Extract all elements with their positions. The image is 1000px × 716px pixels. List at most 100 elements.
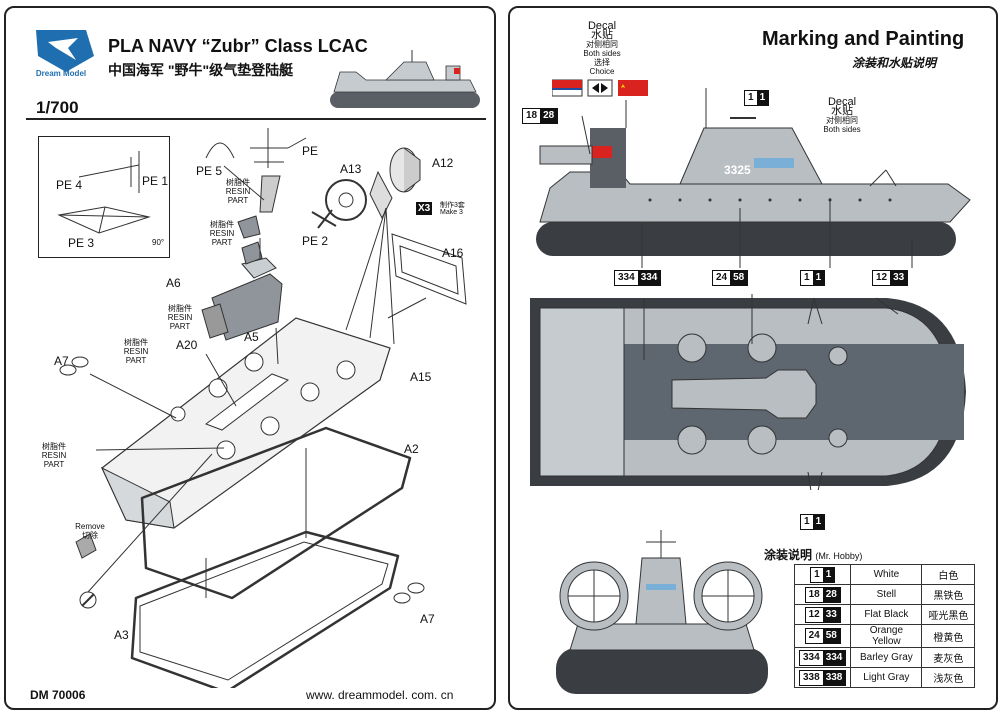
resin-note-cn: 树脂件 [42, 442, 66, 451]
remove-cn: 切除 [82, 531, 98, 540]
hovercraft-profile-thumbnail [330, 50, 480, 108]
pe-detail-inset [38, 136, 170, 258]
code-b: 338 [822, 670, 846, 685]
resin-note-2: 树脂件 RESIN PART [200, 220, 244, 247]
paint-name-cn: 白色 [921, 564, 976, 585]
code-b: 334 [822, 650, 846, 665]
part-label-a7: A7 [54, 354, 69, 368]
header-divider [26, 118, 486, 120]
code-a: 1 [804, 272, 810, 283]
model-title: PLA NAVY “Zubr” Class LCAC [108, 36, 368, 56]
resin-note-cn: 树脂件 [124, 338, 148, 347]
code-a: 18 [808, 588, 820, 600]
paint-name-en: White [850, 564, 923, 585]
paint-name-en: Light Gray [850, 667, 923, 688]
paint-name-cn: 浅灰色 [921, 667, 976, 688]
flag-choice-row [552, 79, 648, 97]
part-label-pe5: PE 5 [196, 164, 223, 178]
brand-label: Dream Model [35, 69, 87, 78]
code-a: 24 [716, 272, 728, 283]
assembly-page: Dream Model PLA NAVY “Zubr” Class LCAC 中… [4, 6, 496, 710]
part-label-pe4: PE 4 [56, 178, 83, 192]
decal-cn: 水贴 [831, 105, 853, 117]
decal-note-flags: Decal 水贴 对侧相同 Both sides 选择 Choice [572, 20, 632, 77]
code-b: 33 [822, 607, 840, 622]
part-label-a15: A15 [410, 370, 432, 384]
part-label-pe: PE [302, 144, 319, 158]
exploded-assembly-drawing [59, 128, 467, 688]
code-a: 12 [808, 608, 820, 620]
code-b: 1 [822, 567, 835, 582]
paint-name-cn: 黑铁色 [921, 584, 976, 605]
resin-note-cn: 树脂件 [168, 304, 192, 313]
resin-note-en: RESIN PART [123, 347, 149, 365]
part-label-a12: A12 [432, 156, 454, 170]
front-view-drawing [556, 530, 768, 694]
paint-table-title: 涂装说明 (Mr. Hobby) [764, 546, 862, 563]
resin-note-4: 树脂件 RESIN PART [114, 338, 158, 365]
part-label-pe3: PE 3 [68, 236, 95, 250]
part-label-pe2: PE 2 [302, 234, 329, 248]
part-label-a5: A5 [244, 330, 259, 344]
paint-name-en: Orange Yellow [850, 624, 923, 648]
code-a: 12 [876, 272, 888, 283]
paint-title-cn: 涂装说明 [764, 548, 813, 562]
decal-en: Decal [587, 20, 617, 32]
both-sides-en: Both sides [583, 49, 621, 58]
both-sides-cn: 对侧相同 [826, 116, 858, 125]
marking-title-cn: 涂装和水贴说明 [852, 56, 937, 70]
part-label-a16: A16 [442, 246, 464, 260]
code-b: 33 [890, 271, 908, 285]
code-b: 1 [756, 91, 769, 105]
remove-en: Remove [75, 522, 105, 531]
both-sides-cn: 对侧相同 [586, 40, 618, 49]
code-a: 24 [808, 630, 820, 641]
part-label-a20: A20 [176, 338, 198, 352]
decal-note-radar: Decal 水贴 对侧相同 Both sides [810, 96, 874, 135]
decal-en: Decal [827, 96, 857, 108]
code-b: 58 [822, 629, 840, 643]
make3-cn: 制作3套 [440, 202, 465, 209]
marking-title: Marking and Painting [762, 28, 965, 50]
model-title-cn: 中国海军 "野牛"级气垫登陆艇 [108, 62, 294, 78]
marking-painting-page: Marking and Painting 涂装和水贴说明 Decal 水贴 对侧… [508, 6, 998, 710]
code-a: 334 [618, 272, 635, 283]
hull-number-text: 3325 [724, 163, 751, 177]
resin-note-cn: 树脂件 [210, 220, 234, 229]
resin-note-en: RESIN PART [41, 451, 67, 469]
part-label-a7-second: A7 [420, 612, 435, 626]
code-a: 338 [803, 671, 820, 683]
decal-cn: 水贴 [591, 29, 613, 41]
resin-note-5: 树脂件 RESIN PART [32, 442, 76, 469]
code-a: 18 [526, 110, 538, 121]
part-label-a6: A6 [166, 276, 181, 290]
scale-label: 1/700 [36, 98, 79, 117]
code-b: 1 [812, 515, 825, 529]
paint-name-cn: 麦灰色 [921, 647, 976, 668]
part-label-a13: A13 [340, 162, 362, 176]
side-profile-drawing: 3325 [536, 88, 971, 268]
paint-name-en: Stell [850, 584, 923, 605]
part-label-a2: A2 [404, 442, 419, 456]
website-link[interactable]: www. dreammodel. com. cn [306, 688, 454, 702]
code-b: 334 [637, 271, 661, 285]
code-b: 1 [812, 271, 825, 285]
code-a: 1 [748, 92, 754, 103]
make3-en: Make 3 [440, 209, 463, 216]
